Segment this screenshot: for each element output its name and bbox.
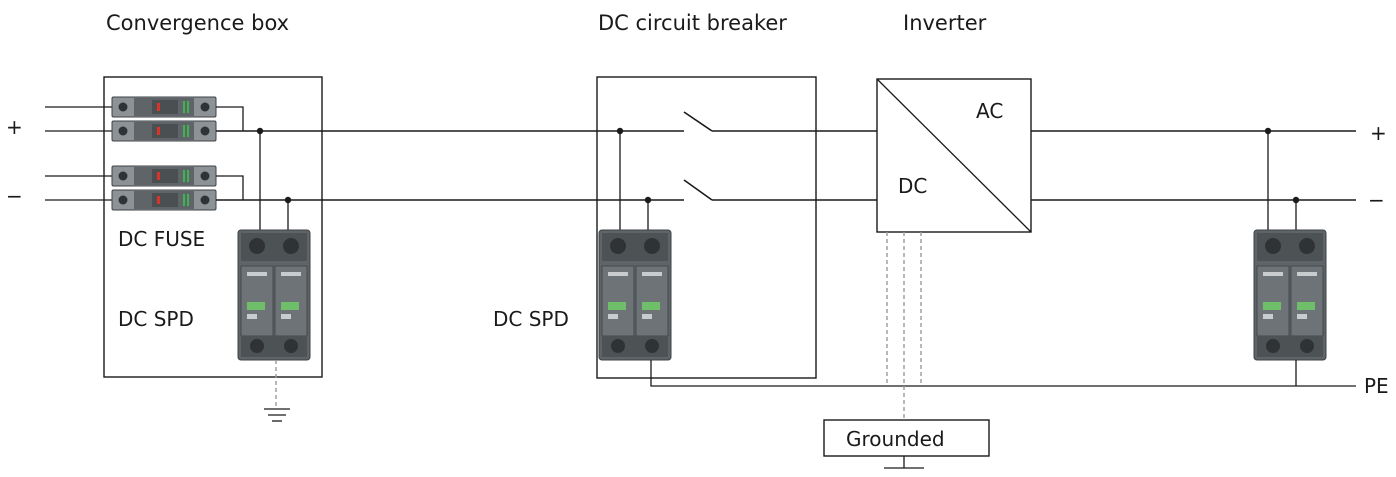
convergence-box-frame (103, 76, 323, 378)
convergence-box-title: Convergence box (106, 11, 289, 35)
dc-circuit-breaker-frame (596, 76, 817, 379)
dc-fuse-icon (111, 96, 217, 118)
inverter-title: Inverter (903, 11, 987, 35)
dc-fuse-icon (111, 120, 217, 142)
pe-label: PE (1364, 374, 1389, 398)
input-plus-sign: + (6, 115, 23, 139)
dc-spd-icon (598, 229, 672, 361)
dc-fuse-icon (111, 165, 217, 187)
grounded-box (823, 419, 990, 457)
grounded-label: Grounded (846, 427, 945, 451)
inverter-ac-label: AC (976, 99, 1003, 123)
inverter-diagonal (876, 78, 1032, 233)
junction-dot (1292, 196, 1300, 204)
dc-spd-label-box: DC SPD (118, 307, 194, 331)
fuse-output-minus-upper (216, 175, 244, 200)
output-plus-sign: + (1370, 121, 1387, 145)
output-minus-sign: − (1368, 188, 1385, 212)
dc-circuit-breaker-title: DC circuit breaker (598, 11, 787, 35)
fuse-output-plus-upper (216, 106, 244, 131)
pe-line (650, 360, 1356, 387)
dc-fuse-icon (111, 189, 217, 211)
junction-dot (284, 196, 292, 204)
junction-dot (616, 127, 624, 135)
junction-dot (256, 127, 264, 135)
inverter-dc-label: DC (898, 174, 927, 198)
breaker-switch-contact-icon (683, 111, 713, 132)
junction-dot (644, 196, 652, 204)
dc-spd-icon (237, 229, 311, 361)
breaker-switch-contact-icon (683, 179, 713, 201)
junction-dot (1264, 127, 1272, 135)
input-minus-sign: − (6, 184, 23, 208)
dc-fuse-label: DC FUSE (118, 227, 205, 251)
ground-symbol-icon (264, 408, 290, 422)
inverter-box (876, 78, 1032, 233)
dc-spd-icon (1253, 229, 1327, 361)
dc-spd-label-breaker: DC SPD (493, 307, 569, 331)
